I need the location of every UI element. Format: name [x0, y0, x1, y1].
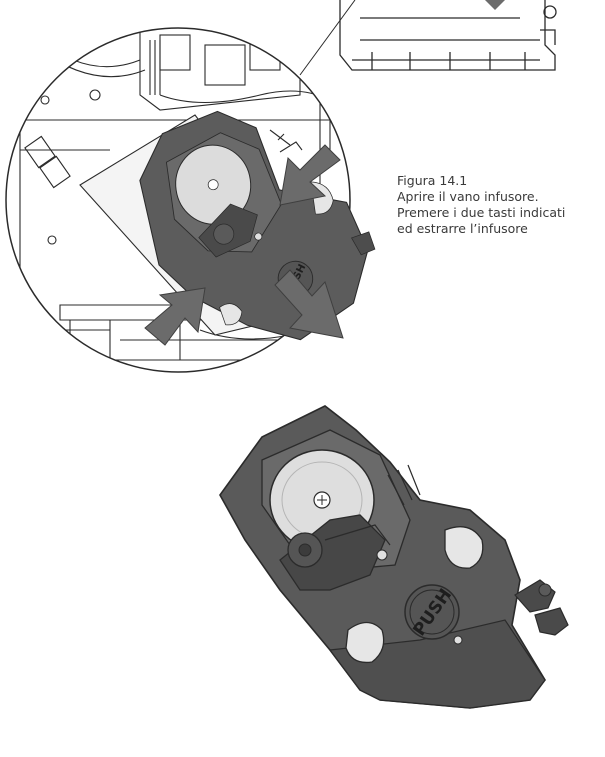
arrow-press-bottom-icon	[144, 287, 206, 346]
brew-unit-in-machine: PUSH	[139, 110, 376, 341]
arrow-pull-out-icon	[274, 269, 344, 339]
figure-caption: Figura 14.1 Aprire il vano infusore. Pre…	[397, 173, 602, 237]
arrow-press-top-icon	[279, 144, 341, 206]
caption-title: Figura 14.1	[397, 173, 468, 188]
caption-line-2: Premere i due tasti indicati	[397, 205, 566, 220]
caption-line-1: Aprire il vano infusore.	[397, 189, 539, 204]
zoom-leader-line	[299, 0, 356, 76]
brew-unit-extracted: PUSH	[219, 405, 569, 709]
machine-partial-view	[339, 0, 557, 71]
caption-line-3: ed estrarre l’infusore	[397, 221, 528, 236]
